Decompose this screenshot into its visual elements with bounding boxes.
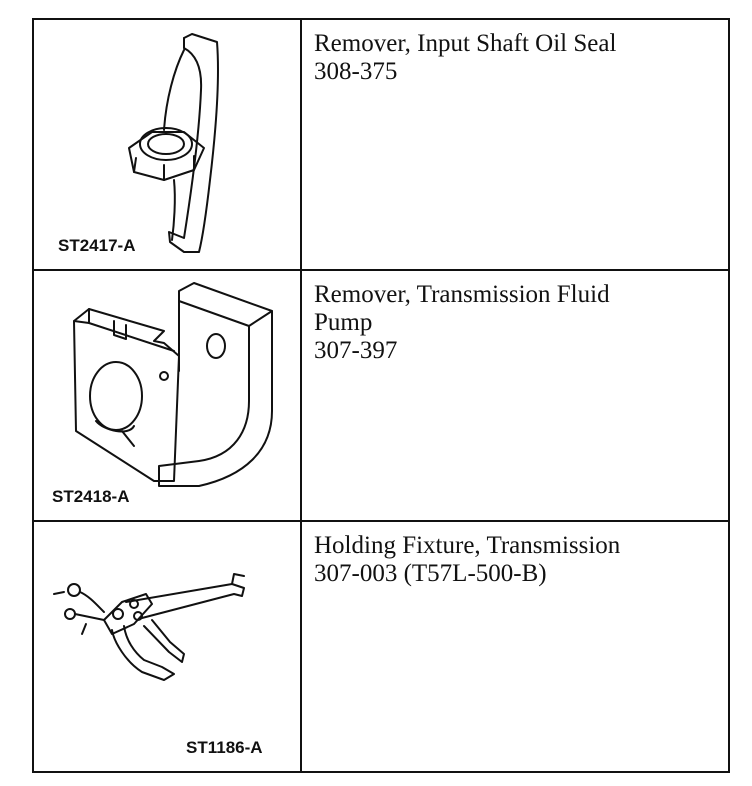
input-shaft-oil-seal-remover-illustration (128, 33, 220, 253)
tool-name: Holding Fixture, Transmission (314, 532, 621, 559)
tool-illustration-cell: ST2417-A (32, 18, 302, 271)
transmission-fluid-pump-remover-illustration (73, 282, 273, 487)
tool-number: 308-375 (314, 58, 398, 85)
tool-number: 307-003 (T57L-500-B) (314, 560, 547, 587)
figure-label: ST2418-A (52, 487, 130, 506)
tool-description-cell: Remover, Transmission Fluid Pump 307-397 (300, 269, 730, 522)
tool-number: 307-397 (314, 337, 398, 364)
tool-name: Remover, Transmission Fluid (314, 281, 610, 308)
tool-name-continued: Pump (314, 309, 373, 336)
tool-illustration-cell: ST1186-A (32, 520, 302, 773)
figure-label: ST1186-A (186, 738, 263, 757)
tool-description-cell: Holding Fixture, Transmission 307-003 (T… (300, 520, 730, 773)
tool-illustration-cell: ST2418-A (32, 269, 302, 522)
transmission-holding-fixture-illustration (53, 573, 245, 681)
tool-description-cell: Remover, Input Shaft Oil Seal 308-375 (300, 18, 730, 271)
tool-name: Remover, Input Shaft Oil Seal (314, 30, 617, 57)
special-tools-table: ST2417-A Remover, Input Shaft Oil Seal 3… (32, 18, 730, 773)
tool-row-3: ST1186-A Holding Fixture, Transmission 3… (32, 520, 730, 773)
tool-row-2: ST2418-A Remover, Transmission Fluid Pum… (32, 269, 730, 522)
figure-label: ST2417-A (58, 236, 136, 255)
tool-row-1: ST2417-A Remover, Input Shaft Oil Seal 3… (32, 18, 730, 271)
